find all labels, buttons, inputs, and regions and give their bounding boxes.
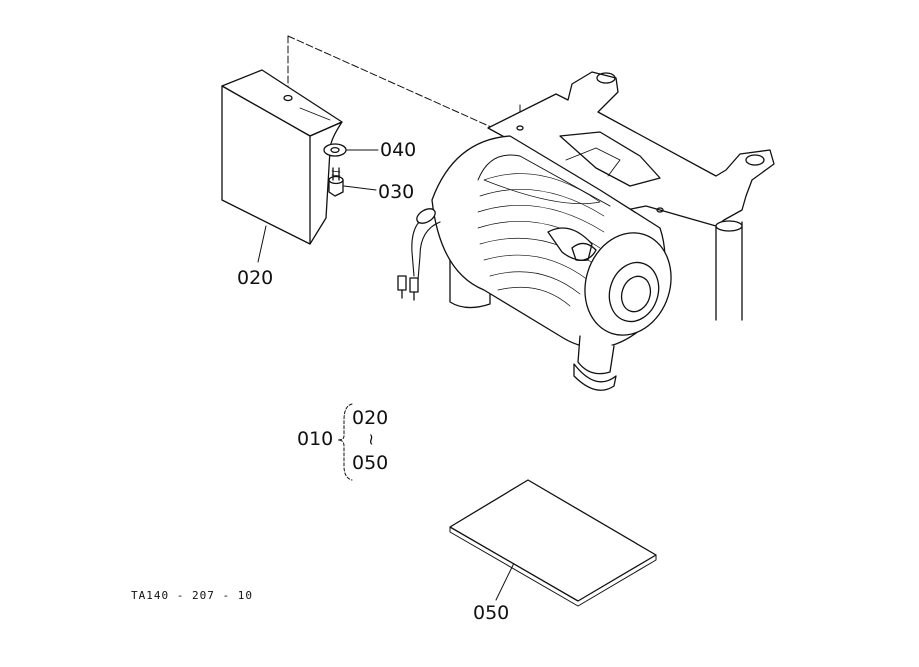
assembly-group-bracket [337, 403, 353, 481]
sheet-050 [449, 479, 657, 607]
assembly-range-start: 020 [352, 407, 389, 429]
callout-040: 040 [380, 139, 417, 161]
air-cleaner-assembly [397, 71, 775, 391]
bolt-030 [328, 167, 344, 197]
figure-code: TA140 - 207 - 10 [131, 589, 253, 602]
assembly-range-end: 050 [352, 452, 389, 474]
callout-020-cover: 020 [237, 267, 274, 289]
callout-030: 030 [378, 181, 415, 203]
filter-ribs [477, 173, 605, 307]
callout-050-sheet: 050 [473, 602, 510, 624]
washer-040 [323, 143, 347, 157]
callout-leaders [257, 149, 515, 601]
assembly-range-symbol: ~ [362, 432, 382, 447]
cover-plate-020 [221, 69, 343, 245]
assembly-group-number: 010 [297, 428, 334, 450]
